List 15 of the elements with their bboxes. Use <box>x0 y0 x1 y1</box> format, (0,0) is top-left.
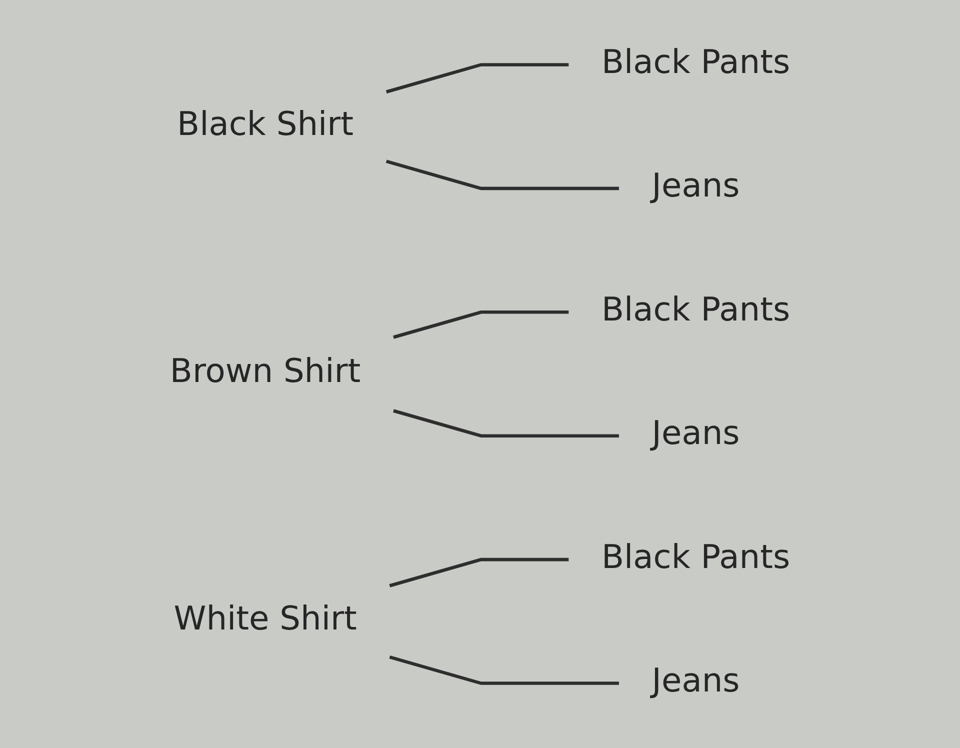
connector-line <box>386 63 569 94</box>
connector-line <box>389 558 569 588</box>
connector-line <box>393 310 569 339</box>
item-label: Jeans <box>652 414 740 453</box>
item-label: Jeans <box>652 167 740 206</box>
connector-line <box>393 409 619 438</box>
connector-line <box>386 160 619 190</box>
item-label: Brown Shirt <box>170 352 361 391</box>
item-label: White Shirt <box>174 600 357 638</box>
item-label: Black Pants <box>602 290 790 330</box>
item-label: Black Pants <box>602 43 790 82</box>
item-label: Black Shirt <box>177 105 354 144</box>
item-label: Black Pants <box>602 538 790 577</box>
item-label: Jeans <box>652 662 740 700</box>
connector-line <box>389 656 619 685</box>
